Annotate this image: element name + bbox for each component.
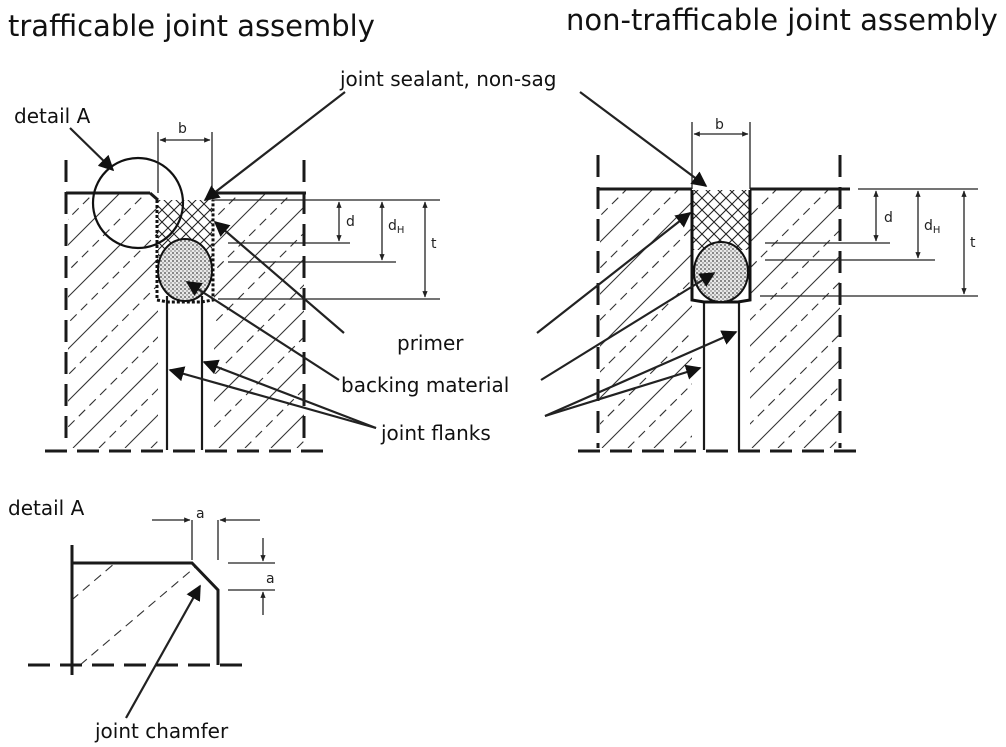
label-joint-sealant: joint sealant, non-sag [339, 67, 556, 91]
title-trafficable: trafficable joint assembly [8, 9, 375, 43]
dim-d-right: d [884, 210, 893, 226]
left-concrete-hatching [68, 193, 158, 448]
dim-b-right: b [715, 117, 724, 133]
detail-a-circle [91, 156, 185, 250]
dim-a-top: a [196, 506, 205, 522]
label-detail-a-top: detail A [14, 104, 91, 128]
detail-a-drawing: a a [28, 506, 275, 675]
title-non-trafficable: non-trafficable joint assembly [566, 3, 998, 37]
dim-d-left: d [346, 214, 355, 230]
trafficable-assembly: b d dH t [45, 121, 440, 453]
primer-outline [155, 200, 215, 304]
right-concrete-hatching [750, 190, 840, 448]
dim-dh-left: dH [388, 218, 404, 236]
joint-sealant-fill [692, 190, 750, 250]
label-joint-flanks: joint flanks [380, 421, 491, 445]
label-primer: primer [397, 331, 464, 355]
label-joint-chamfer: joint chamfer [94, 719, 229, 743]
right-concrete-hatching [214, 193, 304, 448]
dim-t-left: t [431, 236, 437, 252]
dim-dh-right: dH [924, 218, 940, 236]
left-concrete-hatching [600, 190, 692, 448]
backing-material-rod [693, 241, 749, 303]
label-detail-a-bottom: detail A [8, 496, 85, 520]
non-trafficable-assembly: b d dH t [578, 117, 978, 453]
dim-b-left: b [178, 121, 187, 137]
dim-t-right: t [970, 235, 976, 251]
dim-a-side: a [266, 571, 275, 587]
label-backing-material: backing material [341, 373, 509, 397]
leader-lines [69, 91, 738, 719]
